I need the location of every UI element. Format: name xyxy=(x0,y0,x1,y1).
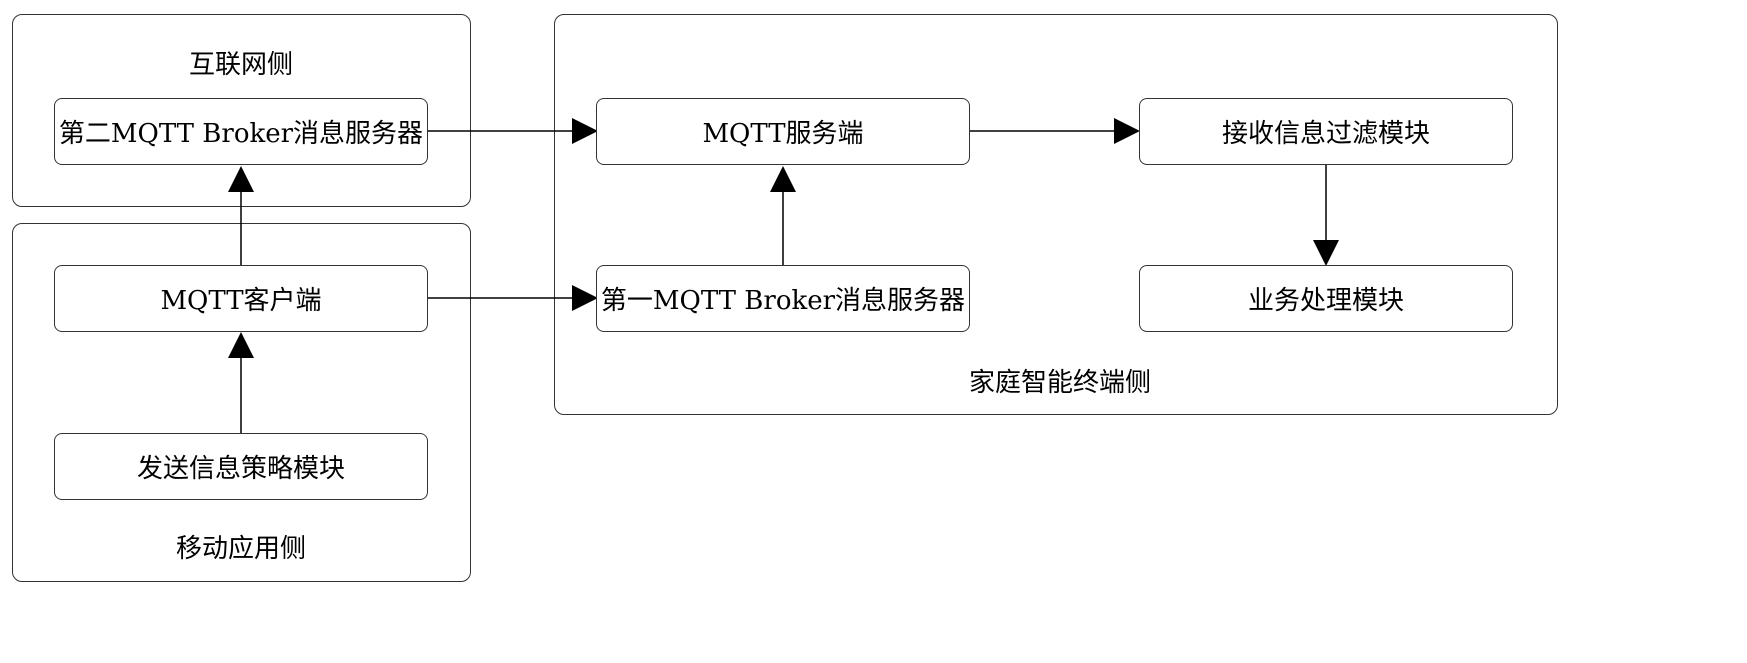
home-terminal-side-label: 家庭智能终端侧 xyxy=(968,368,1151,398)
mqtt-client-node: MQTT客户端 xyxy=(54,265,428,332)
business-node: 业务处理模块 xyxy=(1139,265,1513,332)
first-broker-node: 第一MQTT Broker消息服务器 xyxy=(596,265,970,332)
arrowhead-up-second-broker xyxy=(228,166,254,192)
send-policy-node: 发送信息策略模块 xyxy=(54,433,428,500)
receive-filter-node: 接收信息过滤模块 xyxy=(1139,98,1513,165)
mobile-app-side-label: 移动应用侧 xyxy=(175,534,306,564)
mqtt-server-node: MQTT服务端 xyxy=(596,98,970,165)
arrowhead-up-server xyxy=(770,166,796,192)
home-terminal-side-group xyxy=(554,14,1558,415)
arrowhead-down-business xyxy=(1313,240,1339,266)
arrowhead-right-first-broker xyxy=(572,285,598,311)
arrowhead-right-receive-filter xyxy=(1114,118,1140,144)
arrowhead-up-client xyxy=(228,332,254,358)
internet-side-label: 互联网侧 xyxy=(188,50,293,80)
second-broker-node: 第二MQTT Broker消息服务器 xyxy=(54,98,428,165)
arrowhead-right-server xyxy=(572,118,598,144)
